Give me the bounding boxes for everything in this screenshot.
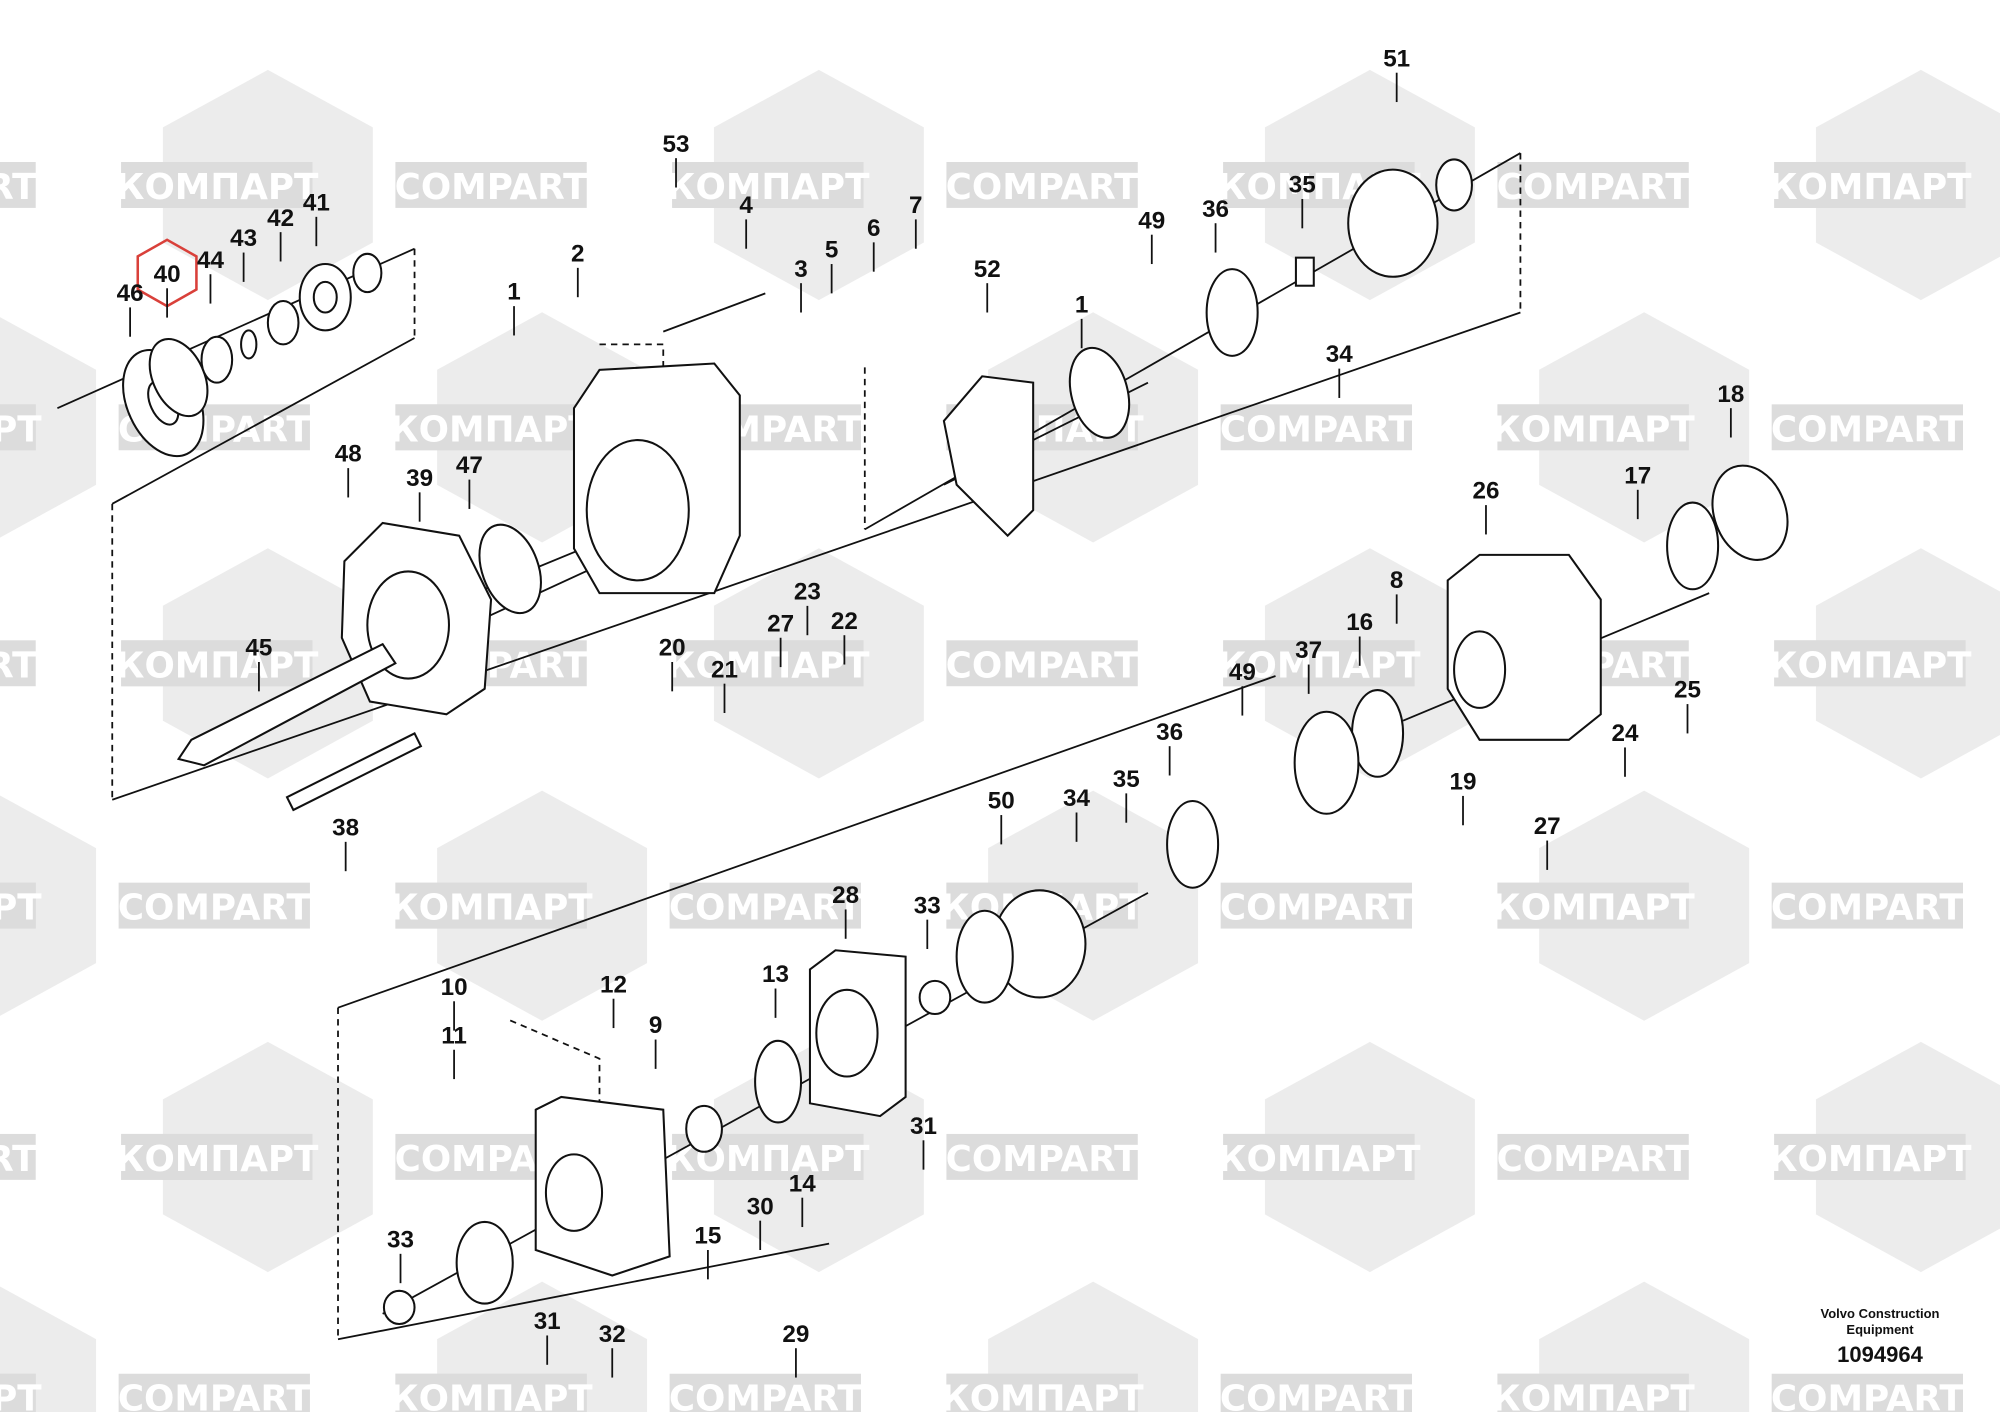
callout-14: 14: [789, 1170, 816, 1197]
callout-28: 28: [832, 882, 859, 909]
callout-49: 49: [1138, 207, 1165, 234]
drawing-footer: Volvo Construction Equipment 1094964: [1780, 1306, 1980, 1368]
callout-27: 27: [767, 610, 794, 637]
callout-48: 48: [335, 441, 362, 468]
callout-31: 31: [910, 1113, 937, 1140]
callout-50: 50: [988, 788, 1015, 815]
callout-45: 45: [245, 635, 272, 662]
callout-5: 5: [825, 237, 838, 264]
callout-16: 16: [1346, 609, 1373, 636]
callout-32: 32: [599, 1321, 626, 1348]
callout-12: 12: [600, 971, 627, 998]
callout-21: 21: [711, 656, 738, 683]
callout-34: 34: [1063, 785, 1090, 812]
callout-1: 1: [1075, 292, 1088, 319]
callout-23: 23: [794, 578, 821, 605]
callout-33: 33: [387, 1226, 414, 1253]
callout-15: 15: [694, 1223, 721, 1250]
callout-44: 44: [197, 247, 224, 274]
callout-51: 51: [1383, 45, 1410, 72]
callout-49: 49: [1229, 659, 1256, 686]
callout-8: 8: [1390, 567, 1403, 594]
callout-35: 35: [1289, 172, 1316, 199]
callout-39: 39: [406, 465, 433, 492]
callout-40: 40: [154, 261, 181, 288]
callout-30: 30: [747, 1193, 774, 1220]
callout-36: 36: [1202, 196, 1229, 223]
callout-27: 27: [1534, 813, 1561, 840]
callout-43: 43: [230, 225, 257, 252]
callout-37: 37: [1295, 637, 1322, 664]
callout-41: 41: [303, 189, 330, 216]
callout-26: 26: [1472, 478, 1499, 505]
callout-31: 31: [534, 1308, 561, 1335]
callout-34: 34: [1326, 341, 1353, 368]
callout-29: 29: [782, 1321, 809, 1348]
parts: [122, 158, 1789, 1326]
callout-3: 3: [794, 256, 807, 283]
callout-53: 53: [663, 131, 690, 158]
callout-20: 20: [659, 635, 686, 662]
callout-38: 38: [332, 814, 359, 841]
callout-2: 2: [571, 240, 584, 267]
callout-1: 1: [507, 279, 520, 306]
callout-25: 25: [1674, 677, 1701, 704]
callout-22: 22: [831, 608, 858, 635]
callout-47: 47: [456, 452, 483, 479]
callout-11: 11: [441, 1022, 467, 1049]
callout-6: 6: [867, 215, 880, 242]
callout-52: 52: [974, 256, 1001, 283]
callout-19: 19: [1450, 769, 1477, 796]
callout-46: 46: [117, 280, 144, 307]
brand-line-1: Volvo Construction: [1820, 1306, 1940, 1321]
callout-18: 18: [1717, 381, 1744, 408]
callout-10: 10: [441, 974, 468, 1001]
callout-7: 7: [909, 192, 922, 219]
callout-9: 9: [649, 1012, 662, 1039]
callout-24: 24: [1612, 720, 1639, 747]
brand-line-2: Equipment: [1846, 1322, 1914, 1337]
callout-33: 33: [914, 892, 941, 919]
callout-17: 17: [1624, 462, 1651, 489]
callout-4: 4: [739, 192, 753, 219]
drawing-number: 1094964: [1837, 1342, 1923, 1367]
callout-42: 42: [267, 205, 294, 232]
callout-13: 13: [762, 961, 789, 988]
callout-36: 36: [1156, 719, 1183, 746]
callout-35: 35: [1113, 766, 1140, 793]
